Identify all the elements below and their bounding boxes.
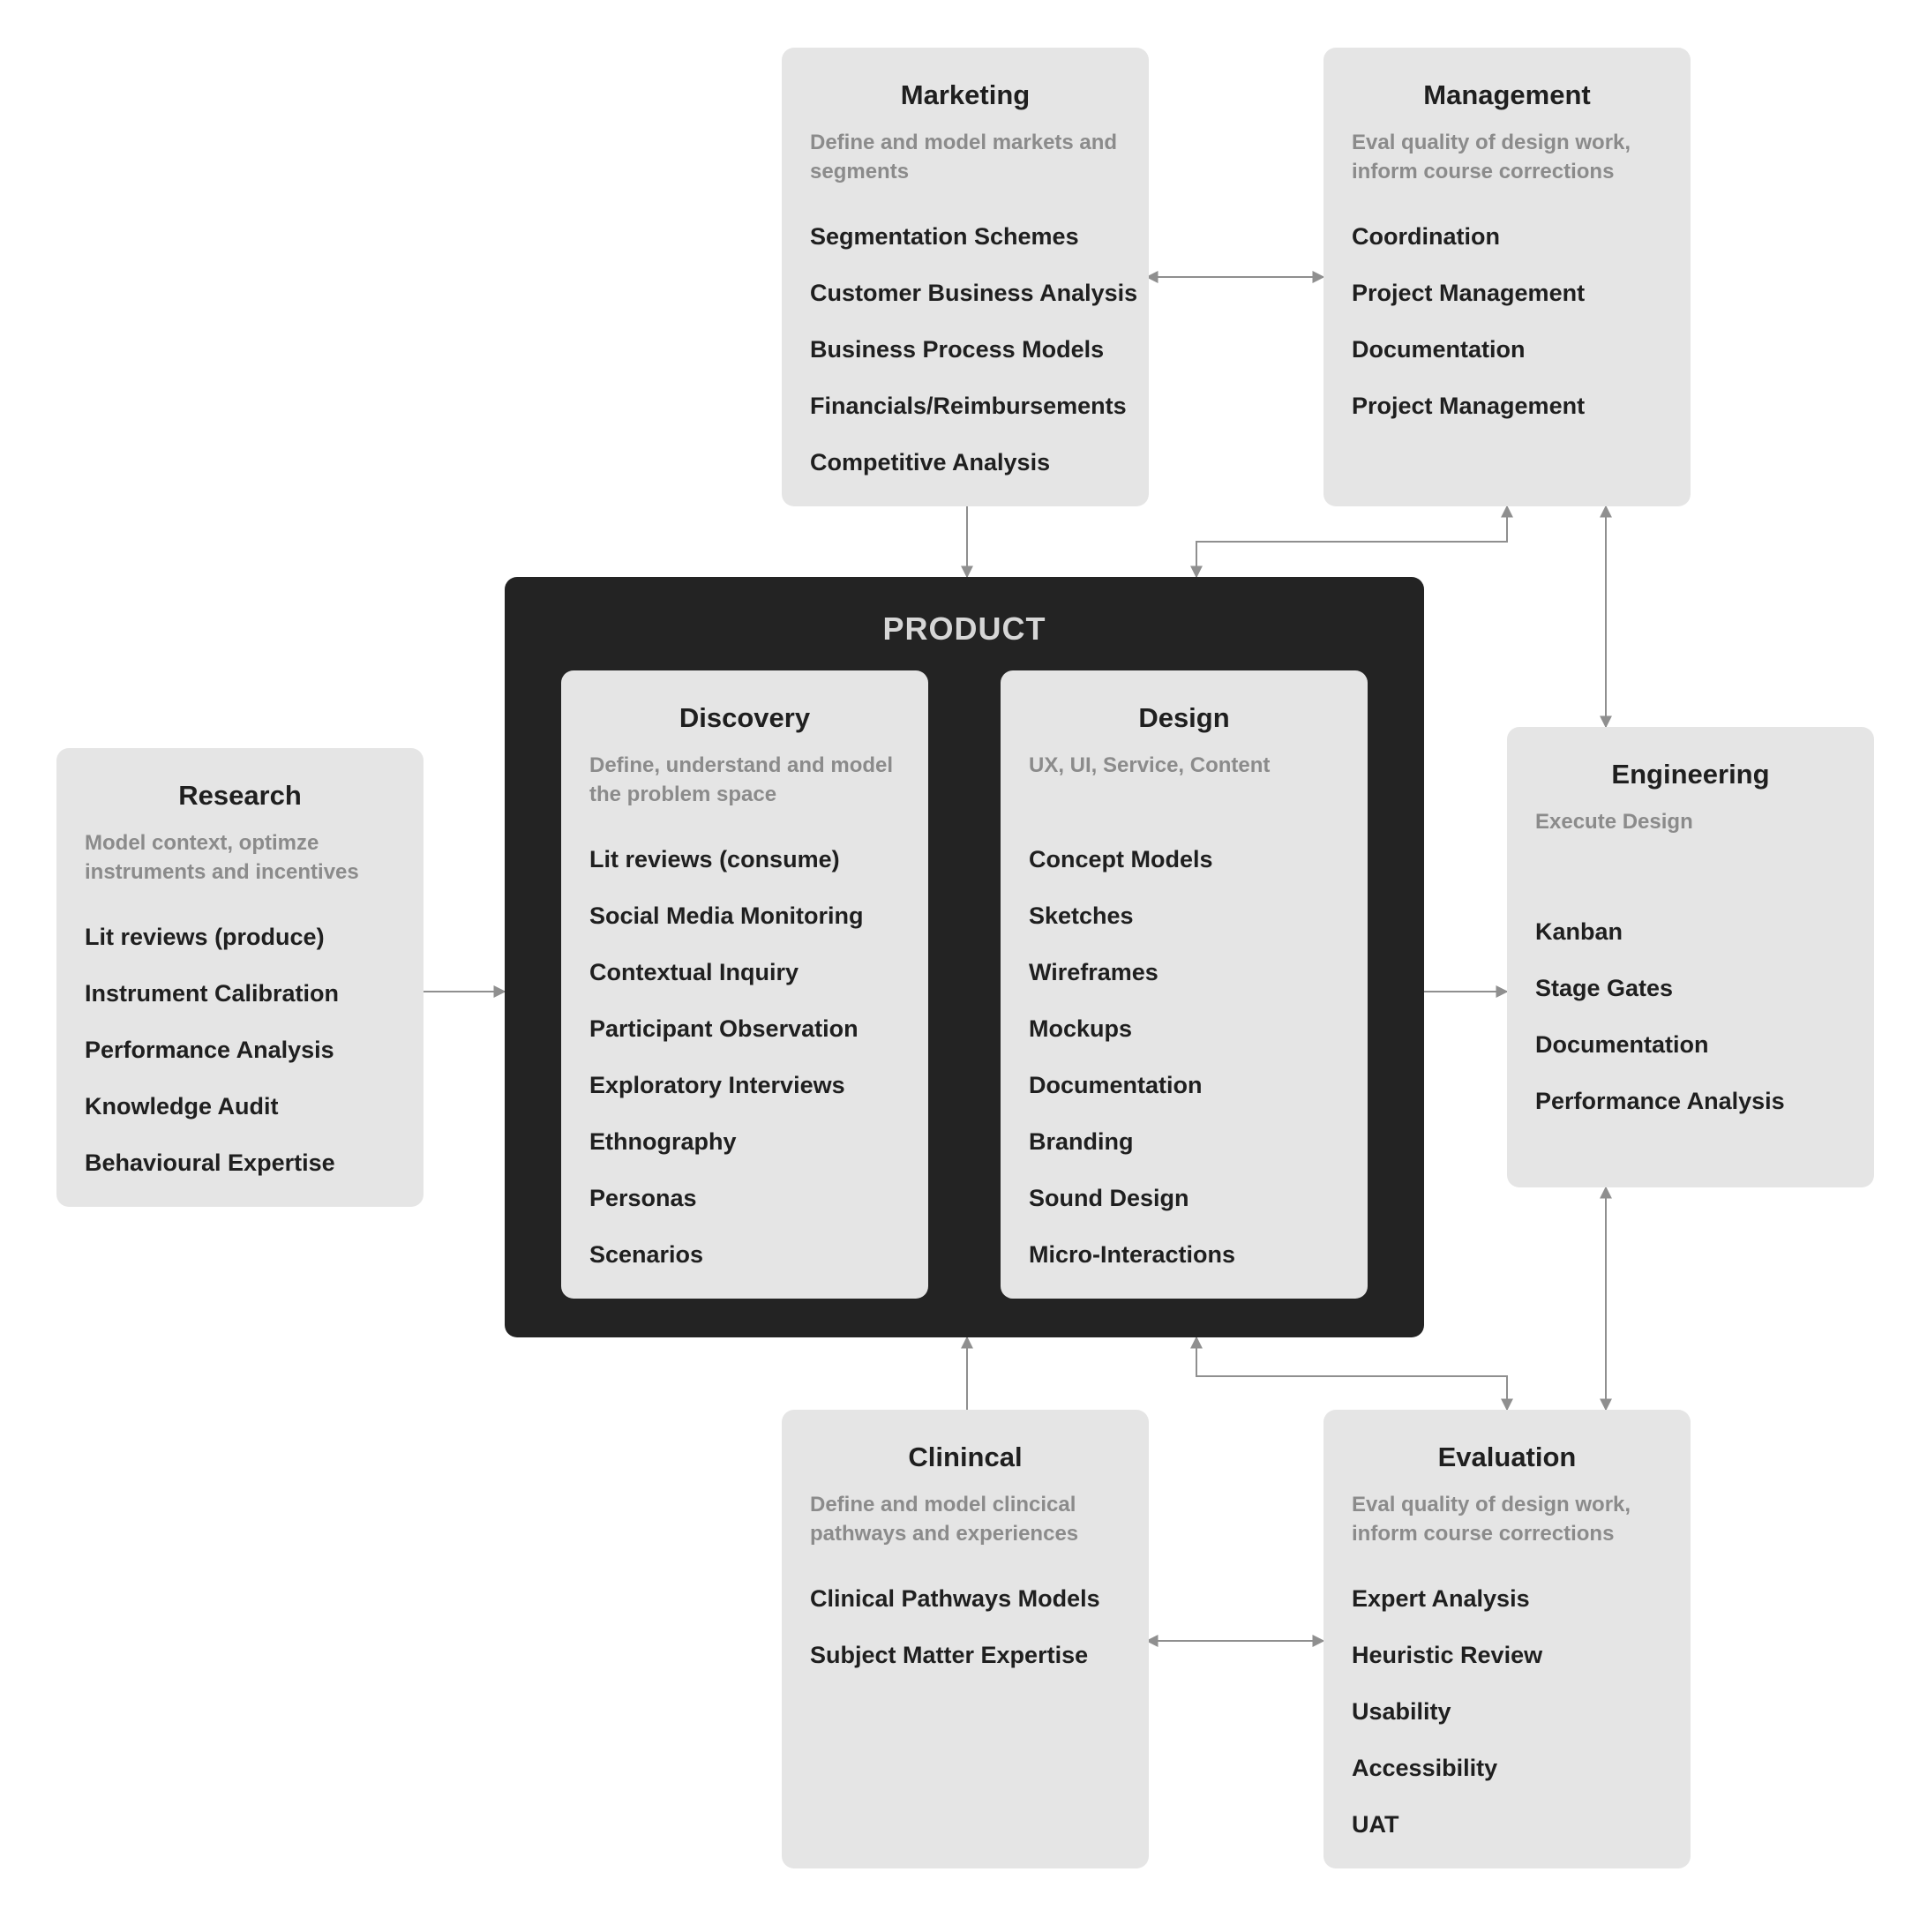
- management-title: Management: [1423, 79, 1591, 110]
- list-item: Instrument Calibration: [85, 980, 340, 1007]
- list-item: Financials/Reimbursements: [810, 393, 1127, 419]
- engineering-title: Engineering: [1611, 759, 1770, 790]
- list-item: Usability: [1352, 1698, 1451, 1725]
- marketing-card: Marketing Define and model markets and s…: [782, 48, 1149, 506]
- design-list: Concept Models Sketches Wireframes Mocku…: [1029, 843, 1350, 1295]
- list-item: Subject Matter Expertise: [810, 1642, 1089, 1668]
- list-item: Behavioural Expertise: [85, 1149, 335, 1176]
- research-title: Research: [178, 780, 302, 811]
- list-item: Kanban: [1535, 918, 1623, 945]
- management-list: Coordination Project Management Document…: [1352, 221, 1673, 446]
- list-item: Social Media Monitoring: [589, 902, 864, 929]
- list-item: Concept Models: [1029, 846, 1213, 872]
- list-item: Coordination: [1352, 223, 1500, 250]
- list-item: Scenarios: [589, 1241, 704, 1268]
- list-item: Exploratory Interviews: [589, 1072, 845, 1098]
- list-item: UAT: [1352, 1811, 1399, 1838]
- list-item: Documentation: [1029, 1072, 1203, 1098]
- management-card: Management Eval quality of design work, …: [1323, 48, 1691, 506]
- list-item: Ethnography: [589, 1128, 737, 1155]
- list-item: Knowledge Audit: [85, 1093, 279, 1120]
- arrow-evaluation-product: [1190, 1336, 1513, 1412]
- list-item: Personas: [589, 1185, 697, 1211]
- management-subtitle: Eval quality of design work, inform cour…: [1352, 131, 1631, 183]
- list-item: Heuristic Review: [1352, 1642, 1543, 1668]
- list-item: Documentation: [1535, 1031, 1709, 1058]
- clinical-subtitle: Define and model clincical pathways and …: [810, 1493, 1079, 1546]
- product-container: PRODUCT Discovery Define, understand and…: [505, 577, 1424, 1337]
- clinical-list: Clinical Pathways Models Subject Matter …: [810, 1583, 1131, 1696]
- discovery-title: Discovery: [679, 702, 811, 733]
- clinical-card: Clinincal Define and model clincical pat…: [782, 1410, 1149, 1868]
- discovery-list: Lit reviews (consume) Social Media Monit…: [589, 843, 911, 1295]
- design-subtitle: UX, UI, Service, Content: [1029, 753, 1271, 777]
- list-item: Project Management: [1352, 393, 1586, 419]
- evaluation-subtitle: Eval quality of design work, inform cour…: [1352, 1493, 1631, 1546]
- design-title: Design: [1138, 702, 1230, 733]
- evaluation-list: Expert Analysis Heuristic Review Usabili…: [1352, 1583, 1673, 1865]
- list-item: Sound Design: [1029, 1185, 1189, 1211]
- research-card: Research Model context, optimze instrume…: [56, 748, 424, 1207]
- marketing-list: Segmentation Schemes Customer Business A…: [810, 221, 1138, 503]
- list-item: Performance Analysis: [85, 1037, 334, 1063]
- list-item: Project Management: [1352, 280, 1586, 306]
- arrow-management-product: [1190, 505, 1513, 579]
- list-item: Business Process Models: [810, 336, 1105, 363]
- list-item: Sketches: [1029, 902, 1134, 929]
- marketing-subtitle: Define and model markets and segments: [810, 131, 1118, 183]
- list-item: Wireframes: [1029, 959, 1158, 985]
- list-item: Contextual Inquiry: [589, 959, 799, 985]
- evaluation-title: Evaluation: [1437, 1442, 1577, 1472]
- list-item: Lit reviews (produce): [85, 924, 325, 950]
- list-item: Segmentation Schemes: [810, 223, 1079, 250]
- design-card: Design UX, UI, Service, Content Concept …: [1001, 670, 1368, 1299]
- research-list: Lit reviews (produce) Instrument Calibra…: [85, 921, 406, 1203]
- engineering-list: Kanban Stage Gates Documentation Perform…: [1535, 916, 1856, 1142]
- list-item: Clinical Pathways Models: [810, 1585, 1100, 1612]
- list-item: Branding: [1029, 1128, 1134, 1155]
- list-item: Documentation: [1352, 336, 1526, 363]
- list-item: Competitive Analysis: [810, 449, 1051, 476]
- marketing-title: Marketing: [900, 79, 1031, 110]
- discovery-card: Discovery Define, understand and model t…: [561, 670, 928, 1299]
- list-item: Customer Business Analysis: [810, 280, 1138, 306]
- research-subtitle: Model context, optimze instruments and i…: [85, 831, 359, 884]
- discovery-subtitle: Define, understand and model the problem…: [589, 753, 894, 806]
- product-title: PRODUCT: [882, 610, 1046, 647]
- list-item: Mockups: [1029, 1015, 1133, 1042]
- evaluation-card: Evaluation Eval quality of design work, …: [1323, 1410, 1691, 1868]
- engineering-subtitle: Execute Design: [1535, 810, 1693, 834]
- list-item: Performance Analysis: [1535, 1088, 1785, 1114]
- list-item: Micro-Interactions: [1029, 1241, 1236, 1268]
- list-item: Participant Observation: [589, 1015, 859, 1042]
- engineering-card: Engineering Execute Design Kanban Stage …: [1507, 727, 1874, 1187]
- list-item: Accessibility: [1352, 1755, 1498, 1781]
- list-item: Expert Analysis: [1352, 1585, 1530, 1612]
- list-item: Lit reviews (consume): [589, 846, 840, 872]
- list-item: Stage Gates: [1535, 975, 1674, 1001]
- clinical-title: Clinincal: [908, 1442, 1023, 1472]
